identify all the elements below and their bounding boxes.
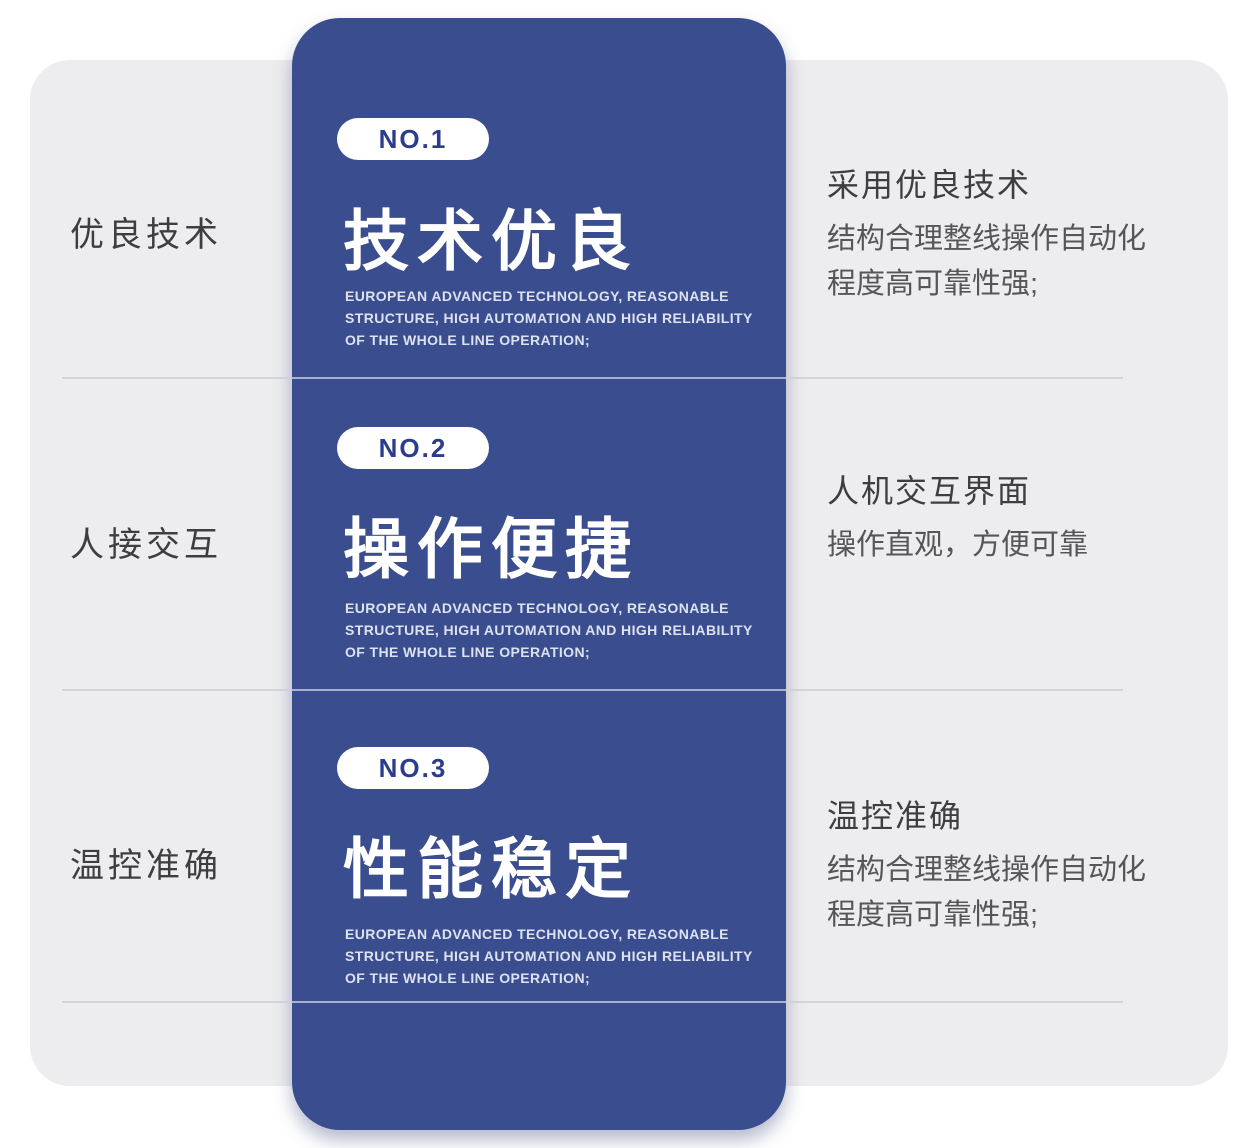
card-subtitle-2-line-2: STRUCTURE, HIGH AUTOMATION AND HIGH RELI… <box>345 622 753 638</box>
card-subtitle-2-line-3: OF THE WHOLE LINE OPERATION; <box>345 644 591 660</box>
card-subtitle-3-line-3: OF THE WHOLE LINE OPERATION; <box>345 970 591 986</box>
rank-badge-2-label: NO.2 <box>378 432 448 463</box>
right-description-3-line-2: 程度高可靠性强; <box>827 899 1039 931</box>
right-description-3: 温控准确 结构合理整线操作自动化 程度高可靠性强; <box>827 791 1207 938</box>
card-title-2: 操作便捷 <box>343 512 639 586</box>
section-divider-3 <box>62 1001 1123 1003</box>
left-label-3: 温控准确 <box>70 847 222 885</box>
right-description-1-heading: 采用优良技术 <box>827 167 1032 203</box>
right-description-3-line-1: 结构合理整线操作自动化 <box>827 854 1147 886</box>
card-subtitle-3-line-1: EUROPEAN ADVANCED TECHNOLOGY, REASONABLE <box>345 926 729 942</box>
rank-badge-2: NO.2 <box>337 427 489 469</box>
right-description-2: 人机交互界面 操作直观，方便可靠 <box>827 466 1207 568</box>
section-divider-2 <box>62 689 1123 691</box>
right-description-2-line-1: 操作直观，方便可靠 <box>827 529 1089 561</box>
right-description-3-heading: 温控准确 <box>827 798 964 834</box>
card-subtitle-1-line-3: OF THE WHOLE LINE OPERATION; <box>345 332 591 348</box>
card-subtitle-3-line-2: STRUCTURE, HIGH AUTOMATION AND HIGH RELI… <box>345 948 753 964</box>
card-title-3: 性能稳定 <box>343 832 639 906</box>
section-divider-1 <box>62 377 1123 379</box>
left-label-2: 人接交互 <box>70 526 222 564</box>
card-title-1: 技术优良 <box>343 204 639 278</box>
card-subtitle-1-line-2: STRUCTURE, HIGH AUTOMATION AND HIGH RELI… <box>345 310 753 326</box>
rank-badge-1: NO.1 <box>337 118 489 160</box>
rank-badge-3: NO.3 <box>337 747 489 789</box>
card-subtitle-1-line-1: EUROPEAN ADVANCED TECHNOLOGY, REASONABLE <box>345 288 729 304</box>
rank-badge-1-label: NO.1 <box>378 123 448 154</box>
card-subtitle-2: EUROPEAN ADVANCED TECHNOLOGY, REASONABLE… <box>345 597 755 663</box>
right-description-2-heading: 人机交互界面 <box>827 473 1032 509</box>
right-description-1-line-1: 结构合理整线操作自动化 <box>827 223 1147 255</box>
feature-card <box>292 18 786 1130</box>
right-description-1: 采用优良技术 结构合理整线操作自动化 程度高可靠性强; <box>827 160 1207 307</box>
left-label-1: 优良技术 <box>70 216 222 254</box>
card-subtitle-1: EUROPEAN ADVANCED TECHNOLOGY, REASONABLE… <box>345 285 755 351</box>
card-subtitle-2-line-1: EUROPEAN ADVANCED TECHNOLOGY, REASONABLE <box>345 600 729 616</box>
card-subtitle-3: EUROPEAN ADVANCED TECHNOLOGY, REASONABLE… <box>345 923 755 989</box>
right-description-1-line-2: 程度高可靠性强; <box>827 268 1039 300</box>
rank-badge-3-label: NO.3 <box>378 752 448 783</box>
